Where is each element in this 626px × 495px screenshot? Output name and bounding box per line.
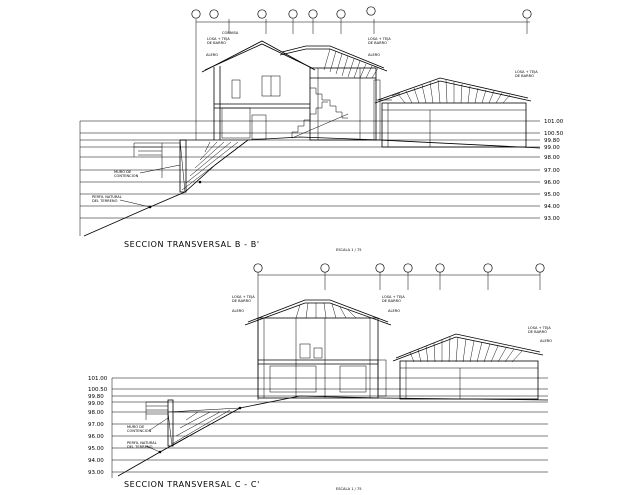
section-c: 101.00 100.50 99.80 99.00 98.00 97.00 96…	[88, 263, 552, 491]
section-c-house	[244, 299, 544, 400]
section-b-terrain	[83, 136, 541, 237]
section-b-note-eave: ALERO	[206, 53, 218, 57]
section-b-level-1: 101.00	[544, 119, 564, 125]
section-b-note-cornice: CORNISA	[222, 31, 239, 35]
section-b-scale: ESCALA 1 / 75	[336, 248, 362, 252]
section-c-level-lines	[111, 377, 548, 478]
section-b-level-7: 96.00	[544, 180, 560, 186]
section-b-title: SECCION TRANSVERSAL B - B'	[124, 240, 260, 249]
section-c-axis-markers	[253, 263, 545, 400]
section-c-level-10: 93.00	[88, 470, 104, 476]
section-c-note-eave: ALERO	[232, 309, 244, 313]
section-b-level-9: 94.00	[544, 204, 560, 210]
section-c-level-6: 97.00	[88, 422, 104, 428]
section-b-level-2: 100.50	[544, 131, 564, 137]
section-c-level-4: 99.00	[88, 401, 104, 407]
section-b: 101.00 100.50 99.80 99.00 98.00 97.00 96…	[79, 6, 564, 252]
section-b-stairs	[291, 87, 349, 139]
section-c-level-8: 95.00	[88, 446, 104, 452]
section-b-level-3: 99.80	[544, 138, 560, 144]
section-c-level-5: 98.00	[88, 410, 104, 416]
section-c-note-eave-right: ALERO	[388, 309, 400, 313]
section-c-level-9: 94.00	[88, 458, 104, 464]
section-c-level-3: 99.80	[88, 394, 104, 400]
section-b-level-4: 99.00	[544, 145, 560, 151]
section-c-level-1: 101.00	[88, 376, 108, 382]
section-c-level-2: 100.50	[88, 387, 108, 393]
section-b-house	[201, 40, 532, 148]
section-b-axis-markers	[191, 6, 532, 140]
section-c-level-7: 96.00	[88, 434, 104, 440]
section-b-level-8: 95.00	[544, 192, 560, 198]
section-b-level-labels: 101.00 100.50 99.80 99.00 98.00 97.00 96…	[544, 119, 564, 222]
section-b-level-5: 98.00	[544, 155, 560, 161]
section-b-note-eave-right: ALERO	[368, 53, 380, 57]
section-b-level-10: 93.00	[544, 216, 560, 222]
section-c-level-labels: 101.00 100.50 99.80 99.00 98.00 97.00 96…	[88, 376, 108, 476]
section-b-level-6: 97.00	[544, 168, 560, 174]
section-c-title: SECCION TRANSVERSAL C - C'	[124, 480, 260, 489]
section-c-note-eave-far: ALERO	[540, 339, 552, 343]
section-c-scale: ESCALA 1 / 75	[336, 487, 362, 491]
